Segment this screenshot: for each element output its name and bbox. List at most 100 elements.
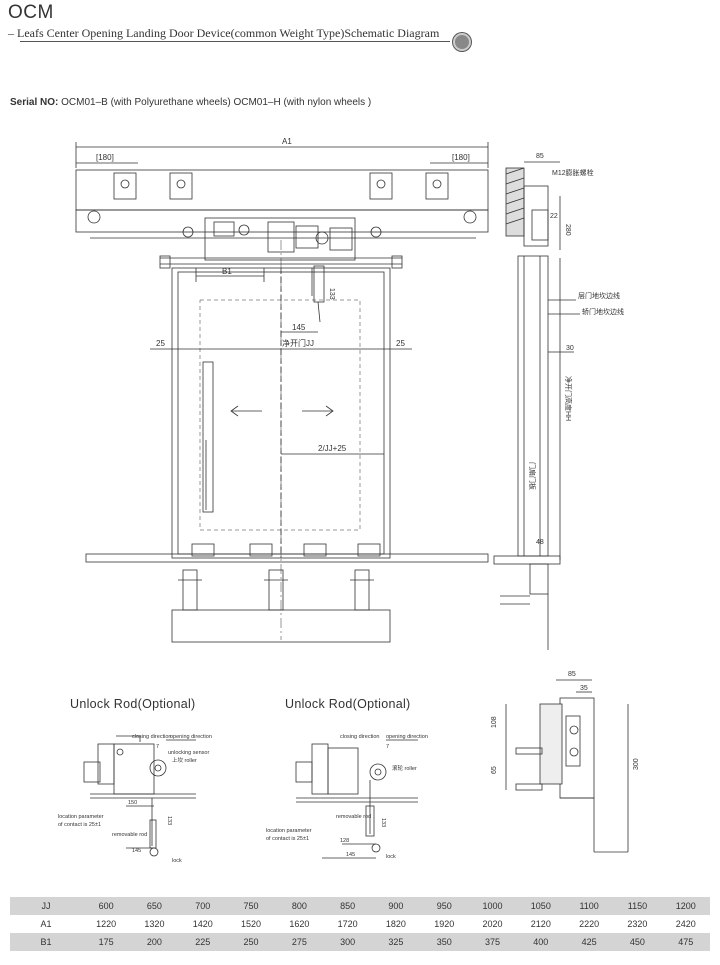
dim-25-right-label: 25 <box>396 339 405 348</box>
detail-dim-108: 108 <box>491 716 498 728</box>
page-subtitle: – Leafs Center Opening Landing Door Devi… <box>8 26 440 40</box>
rod2-dim-7: 7 <box>386 744 389 750</box>
rod2-opening: opening direction <box>386 734 428 740</box>
side-dim-hh: 净开门高度HH <box>564 376 573 421</box>
dim-180-left-label: [180] <box>96 153 114 162</box>
table-cell: 2020 <box>468 915 517 933</box>
dim-180-right-label: [180] <box>452 153 470 162</box>
rod1-dim-150: 150 <box>128 800 137 806</box>
table-cell: 300 <box>323 933 372 951</box>
rod1-dim-145: 145 <box>132 848 141 854</box>
rod1-contact: of contact is 25±1 <box>58 822 101 828</box>
row-label: A1 <box>10 915 82 933</box>
rod1-dim-133: 133 <box>166 816 172 825</box>
table-cell: 800 <box>275 897 324 915</box>
unlock-rod-left-drawing <box>83 735 196 857</box>
table-cell: 350 <box>420 933 469 951</box>
table-cell: 175 <box>82 933 131 951</box>
table-cell: 475 <box>661 933 710 951</box>
table-cell: 600 <box>82 897 131 915</box>
side-view-drawing <box>493 161 580 650</box>
table-cell: 250 <box>226 933 276 951</box>
table-cell: 1420 <box>178 915 227 933</box>
rod2-dim-145: 145 <box>346 852 355 858</box>
table-cell: 1520 <box>226 915 276 933</box>
side-bolt-label: M12膨胀螺栓 <box>552 168 594 177</box>
table-cell: 2420 <box>661 915 710 933</box>
table-cell: 650 <box>130 897 179 915</box>
row-label: B1 <box>10 933 82 951</box>
rod2-lock: lock <box>386 854 396 860</box>
page-title: OCM <box>8 2 54 23</box>
subtitle-rule <box>20 41 450 42</box>
rod2-roller: 滚轮 roller <box>392 764 417 772</box>
table-cell: 1920 <box>420 915 469 933</box>
rod2-removable: removable rod <box>336 814 371 820</box>
table-cell: 1000 <box>468 897 517 915</box>
dim-25-left-label: 25 <box>156 339 165 348</box>
table-cell: 450 <box>613 933 662 951</box>
table-cell: 325 <box>371 933 421 951</box>
side-car-line: 轿门地坎边线 <box>582 307 624 316</box>
table-row-b1: B1 175 200 225 250 275 300 325 350 375 4… <box>10 933 710 951</box>
detail-dim-65: 65 <box>491 766 498 774</box>
rod2-location: location parameter <box>266 828 312 834</box>
table-cell: 2320 <box>613 915 662 933</box>
table-cell: 1220 <box>82 915 131 933</box>
table-cell: 850 <box>323 897 372 915</box>
side-floor-line: 层门地坎边线 <box>578 291 620 300</box>
rod2-closing: closing direction <box>340 734 379 740</box>
dim-145-label: 145 <box>292 323 306 332</box>
table-cell: 275 <box>275 933 324 951</box>
serial-label: Serial NO: <box>10 97 59 108</box>
table-cell: 225 <box>178 933 227 951</box>
rod2-dim-128: 128 <box>340 838 349 844</box>
table-cell: 1720 <box>323 915 372 933</box>
table-cell: 1200 <box>661 897 710 915</box>
rod2-dim-133: 133 <box>380 818 386 827</box>
spec-table: JJ 600 650 700 750 800 850 900 950 1000 … <box>10 897 710 951</box>
unlock-rod-left-title: Unlock Rod(Optional) <box>70 697 196 711</box>
table-cell: 2120 <box>516 915 565 933</box>
table-cell: 950 <box>420 897 469 915</box>
unlock-rod-right-title: Unlock Rod(Optional) <box>285 697 411 711</box>
table-cell: 2220 <box>564 915 614 933</box>
bullet-dot-icon <box>453 33 471 51</box>
rod1-sensor: unlocking sensor <box>168 750 209 756</box>
rod1-lock: lock <box>172 858 182 864</box>
row-label: JJ <box>10 897 82 915</box>
detail-dim-85: 85 <box>568 671 576 678</box>
side-dim-280: 280 <box>564 224 571 236</box>
detail-dim-35: 35 <box>580 685 588 692</box>
detail-drawing <box>505 679 629 853</box>
table-cell: 425 <box>564 933 614 951</box>
rod1-opening: opening direction <box>170 734 212 740</box>
rod1-removable: removable rod <box>112 832 147 838</box>
rod1-location: location parameter <box>58 814 104 820</box>
table-cell: 375 <box>468 933 517 951</box>
dim-half-label: 2/JJ+25 <box>318 444 347 453</box>
table-cell: 200 <box>130 933 179 951</box>
table-cell: 700 <box>178 897 227 915</box>
detail-dim-300: 300 <box>633 758 640 770</box>
rod2-contact: of contact is 25±1 <box>266 836 309 842</box>
dim-jj-label: 净开门JJ <box>282 338 314 348</box>
serial-line: Serial NO: OCM01–B (with Polyurethane wh… <box>10 97 371 108</box>
table-cell: 1620 <box>275 915 324 933</box>
serial-text: OCM01–B (with Polyurethane wheels) OCM01… <box>58 97 372 108</box>
table-cell: 1050 <box>516 897 565 915</box>
table-row-jj: JJ 600 650 700 750 800 850 900 950 1000 … <box>10 897 710 915</box>
table-cell: 900 <box>371 897 421 915</box>
side-dim-22: 22 <box>550 213 558 220</box>
side-dim-85: 85 <box>536 153 544 160</box>
dim-a1-label: A1 <box>282 137 292 146</box>
table-cell: 1820 <box>371 915 421 933</box>
dim-b1-label: B1 <box>222 267 232 276</box>
table-row-a1: A1 1220 1320 1420 1520 1620 1720 1820 19… <box>10 915 710 933</box>
table-cell: 750 <box>226 897 276 915</box>
rod1-dim-7: 7 <box>156 744 159 750</box>
side-door-panel: 门扇门板 <box>528 462 537 490</box>
table-cell: 1100 <box>564 897 614 915</box>
side-dim-30: 30 <box>566 345 574 352</box>
